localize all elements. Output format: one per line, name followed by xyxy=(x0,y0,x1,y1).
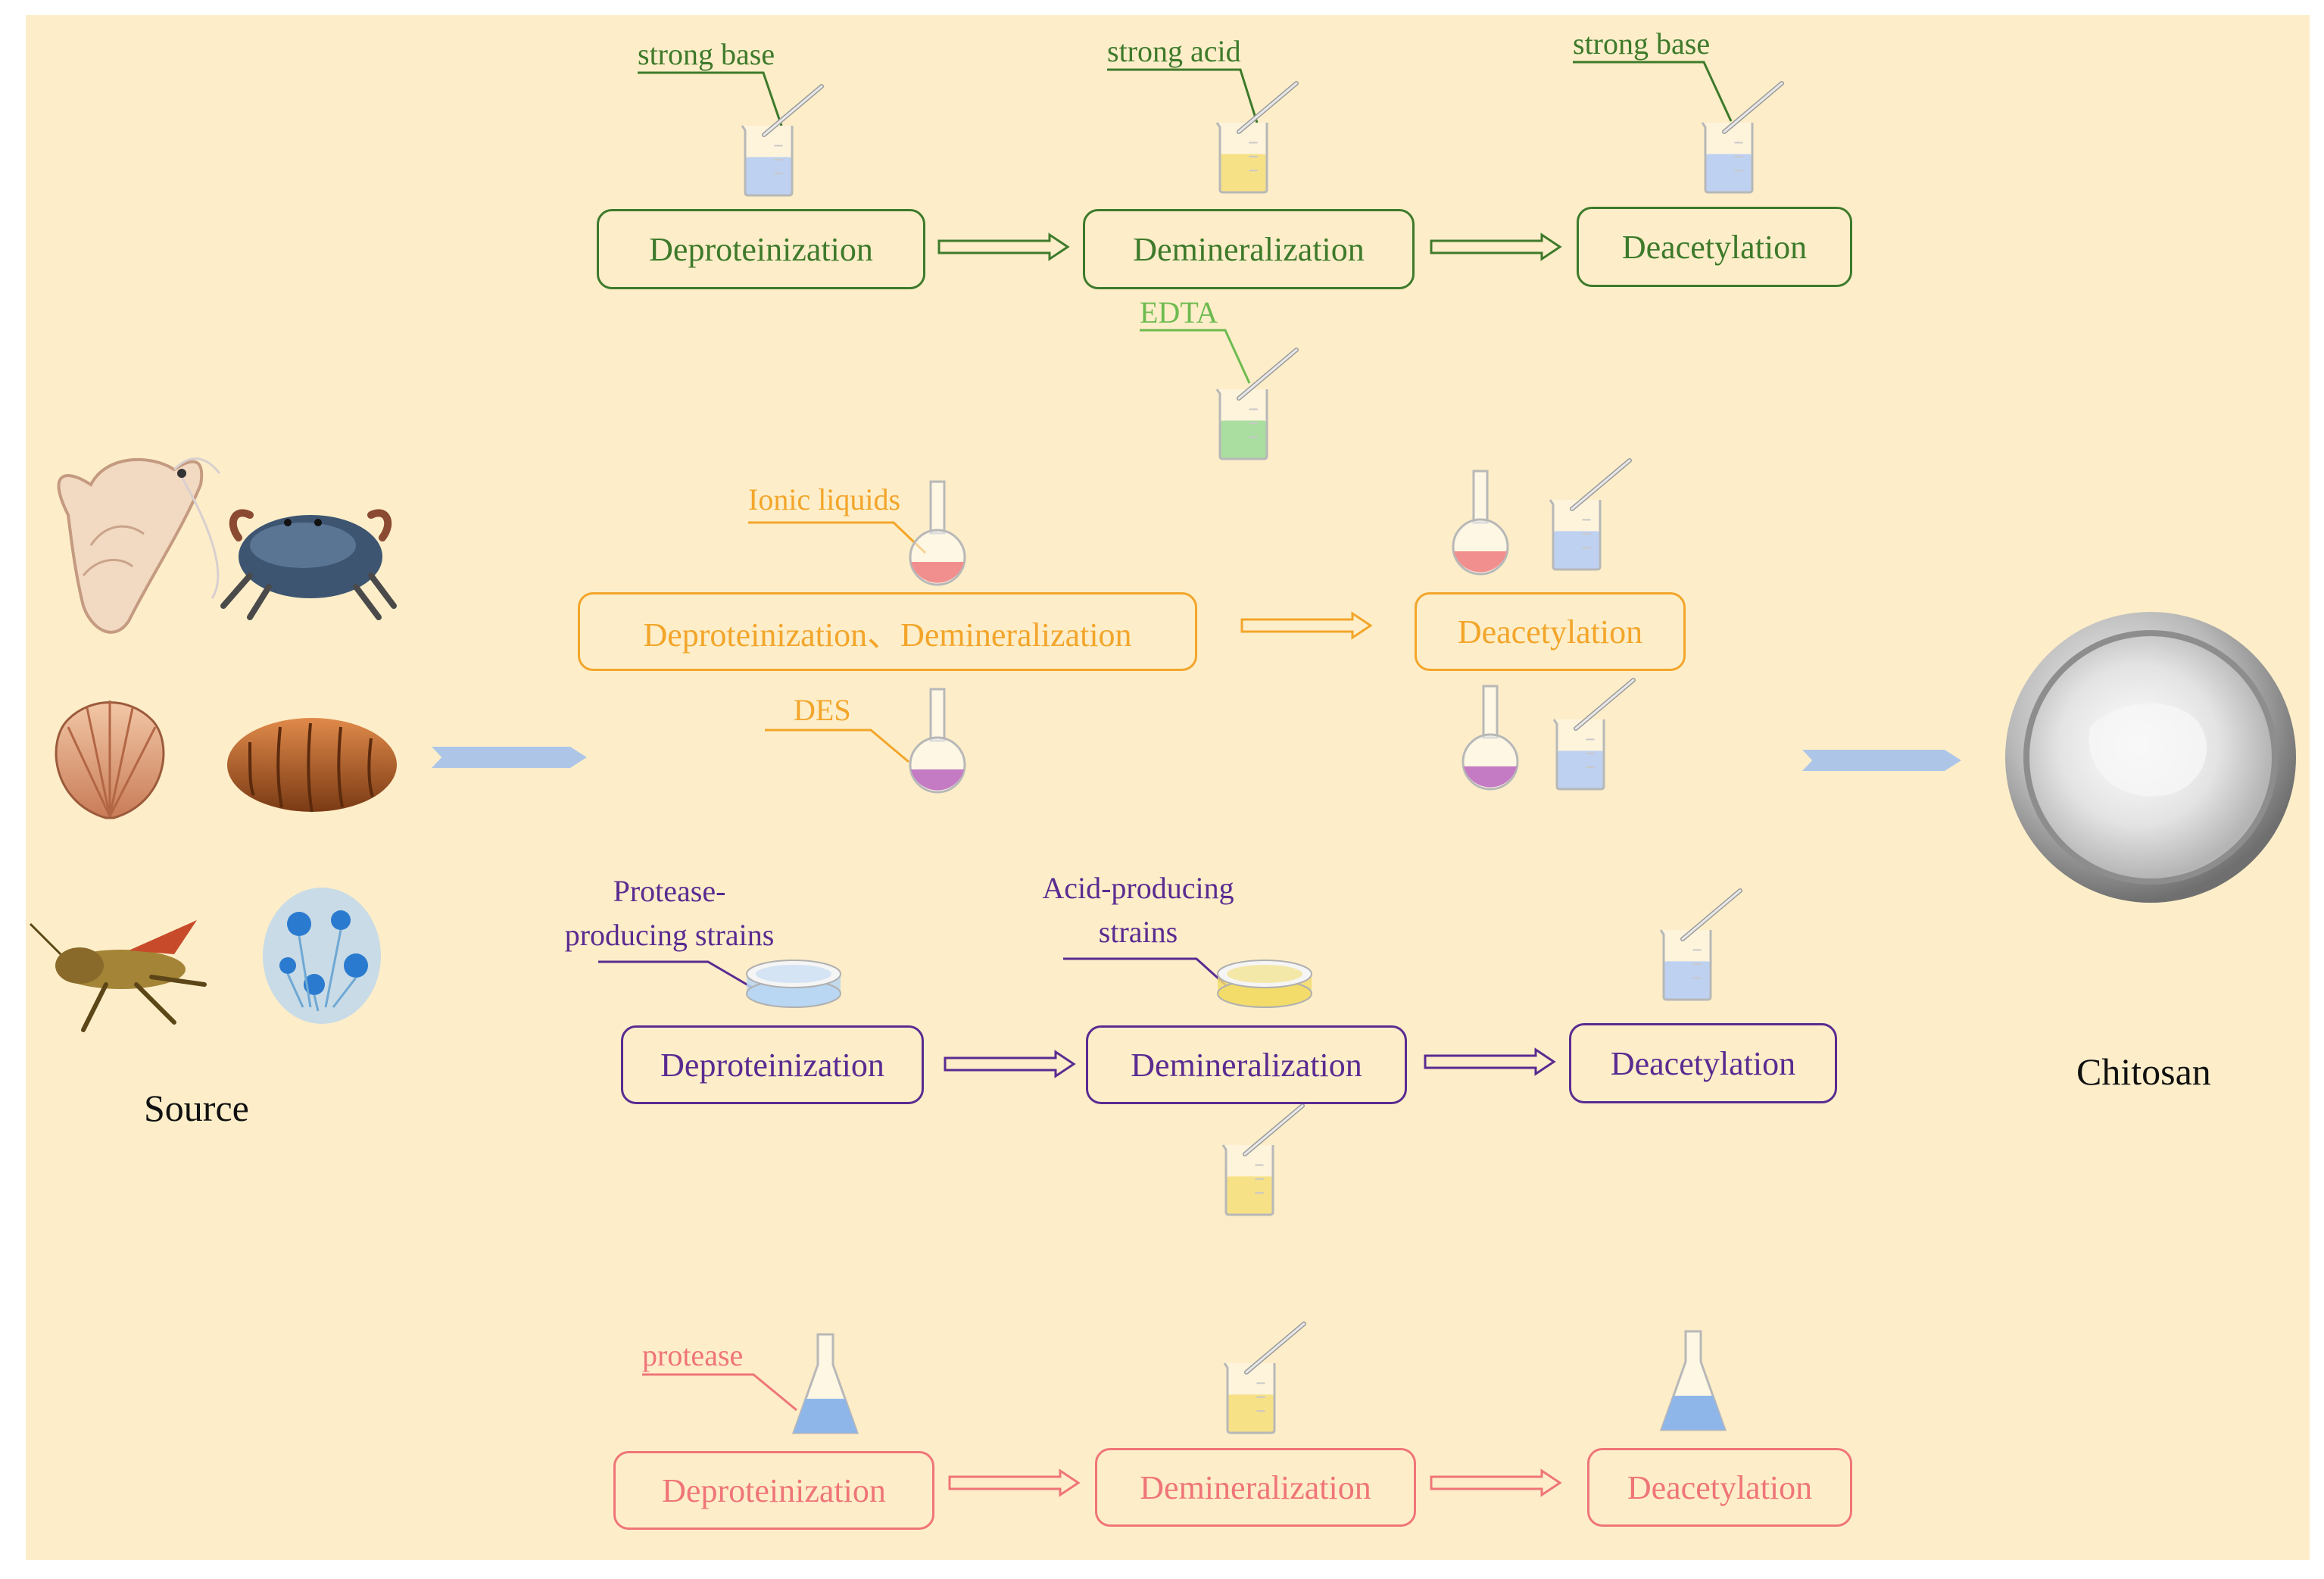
flask-ionic-deacetylation-liquid xyxy=(1454,551,1507,573)
enzymatic-leader-protease xyxy=(642,1373,797,1412)
flask-des-liquid xyxy=(911,769,964,791)
chemical-leader-3 xyxy=(1573,61,1733,122)
green-arrow-1 xyxy=(1240,611,1373,640)
beaker-enzymatic-acid-liquid xyxy=(1228,1394,1274,1433)
beaker-strong-acid-liquid xyxy=(1220,154,1267,192)
chemical-reagent-strong-acid: strong acid xyxy=(1107,34,1241,68)
beaker-strong-base-2 xyxy=(1701,122,1754,194)
microbial-step-deproteinization: Deproteinization xyxy=(621,1025,924,1104)
microbial-leader-2 xyxy=(1063,957,1228,988)
beaker-green-base-1-pipette-shine xyxy=(1571,459,1631,510)
enzymatic-step-deacetylation: Deacetylation xyxy=(1587,1448,1852,1527)
beaker-edta xyxy=(1215,389,1268,460)
chemical-arrow-1 xyxy=(937,232,1070,261)
beaker-enzymatic-acid-pipette-shine xyxy=(1245,1322,1305,1374)
chemical-step-deproteinization: Deproteinization xyxy=(597,209,925,289)
erlenmeyer-protease-liquid xyxy=(794,1399,857,1433)
beaker-enzymatic-acid xyxy=(1223,1362,1276,1434)
beaker-strong-acid xyxy=(1215,122,1268,194)
green-step-deproteinization-demineralization: Deproteinization、Demineralization xyxy=(578,592,1197,671)
enzymatic-arrow-2 xyxy=(1430,1468,1562,1497)
beaker-microbial-acid-liquid xyxy=(1226,1176,1273,1215)
beaker-green-base-1 xyxy=(1549,499,1602,571)
flask-ionic-liquid-liquid xyxy=(911,562,964,583)
silkworm-pupa-image xyxy=(227,718,397,813)
chemical-leader-2 xyxy=(1107,68,1259,123)
beaker-strong-acid-pipette-shine xyxy=(1237,82,1298,133)
microbial-step-deacetylation: Deacetylation xyxy=(1569,1023,1837,1103)
crab-image xyxy=(220,509,397,620)
green-step-deacetylation: Deacetylation xyxy=(1415,592,1686,671)
chemical-arrow-2 xyxy=(1430,232,1562,261)
chemical-reagent-strong-base-1: strong base xyxy=(638,37,775,71)
chitosan-powder-image xyxy=(2005,612,2296,903)
enzymatic-step-deproteinization: Deproteinization xyxy=(613,1451,934,1530)
chemical-reagent-strong-base-2: strong base xyxy=(1573,27,1711,61)
beaker-strong-base-2-liquid xyxy=(1705,154,1752,192)
beaker-green-base-1-liquid xyxy=(1553,531,1600,570)
petri-protease-strains-medium xyxy=(756,965,831,983)
flask-des-deacetylation-liquid xyxy=(1464,766,1517,788)
beaker-microbial-base-liquid xyxy=(1664,961,1711,1000)
chemical-leader-1 xyxy=(638,71,783,126)
shrimp-image xyxy=(57,457,221,634)
chemical-reagent-edta: EDTA xyxy=(1140,295,1218,329)
microbial-reagent-1-line-1: Protease- xyxy=(613,874,726,908)
microbial-arrow-2 xyxy=(1424,1047,1556,1076)
scallop-shell-image xyxy=(55,701,165,819)
enzymatic-step-demineralization: Demineralization xyxy=(1095,1448,1416,1527)
beaker-strong-base-1-liquid xyxy=(745,157,792,195)
beaker-microbial-base xyxy=(1659,929,1712,1001)
beaker-microbial-acid-pipette-shine xyxy=(1243,1104,1304,1156)
erlenmeyer-deacetylation-liquid xyxy=(1661,1396,1725,1430)
grasshopper-image xyxy=(29,920,207,1032)
chemical-step-deacetylation: Deacetylation xyxy=(1577,207,1852,287)
microbial-reagent-protease-strains: Protease- producing strains xyxy=(548,869,791,957)
green-reagent-ionic-liquids: Ionic liquids xyxy=(748,482,901,516)
source-to-process-arrow xyxy=(432,747,587,768)
beaker-microbial-acid xyxy=(1221,1144,1274,1216)
microbial-leader-1 xyxy=(598,960,758,992)
beaker-strong-base-1 xyxy=(741,125,794,197)
green-leader-des xyxy=(765,729,909,763)
microbial-reagent-acid-strains: Acid-producing strains xyxy=(1022,866,1254,954)
fungus-image xyxy=(263,888,381,1024)
enzymatic-arrow-1 xyxy=(948,1468,1081,1497)
chitosan-label: Chitosan xyxy=(2076,1050,2211,1093)
green-reagent-des: DES xyxy=(794,693,851,727)
beaker-green-base-2-pipette-shine xyxy=(1574,679,1635,730)
petri-acid-strains-medium xyxy=(1227,965,1302,983)
microbial-reagent-2-line-2: strains xyxy=(1098,915,1178,949)
beaker-strong-base-1-pipette-shine xyxy=(763,85,823,136)
beaker-edta-pipette-shine xyxy=(1237,348,1298,400)
source-label: Source xyxy=(144,1087,249,1129)
microbial-reagent-1-line-2: producing strains xyxy=(564,918,775,952)
beaker-strong-base-2-pipette-shine xyxy=(1723,82,1783,133)
enzymatic-reagent-protease: protease xyxy=(642,1338,744,1372)
beaker-green-base-2 xyxy=(1552,719,1605,791)
beaker-green-base-2-liquid xyxy=(1557,750,1604,789)
beaker-microbial-base-pipette-shine xyxy=(1681,889,1742,941)
beaker-edta-liquid xyxy=(1220,420,1267,459)
process-to-chitosan-arrow xyxy=(1802,750,1961,771)
microbial-step-demineralization: Demineralization xyxy=(1086,1025,1407,1104)
chemical-leader-edta xyxy=(1140,329,1251,384)
microbial-arrow-1 xyxy=(944,1050,1076,1078)
microbial-reagent-2-line-1: Acid-producing xyxy=(1042,871,1234,905)
chemical-step-demineralization: Demineralization xyxy=(1083,209,1415,289)
